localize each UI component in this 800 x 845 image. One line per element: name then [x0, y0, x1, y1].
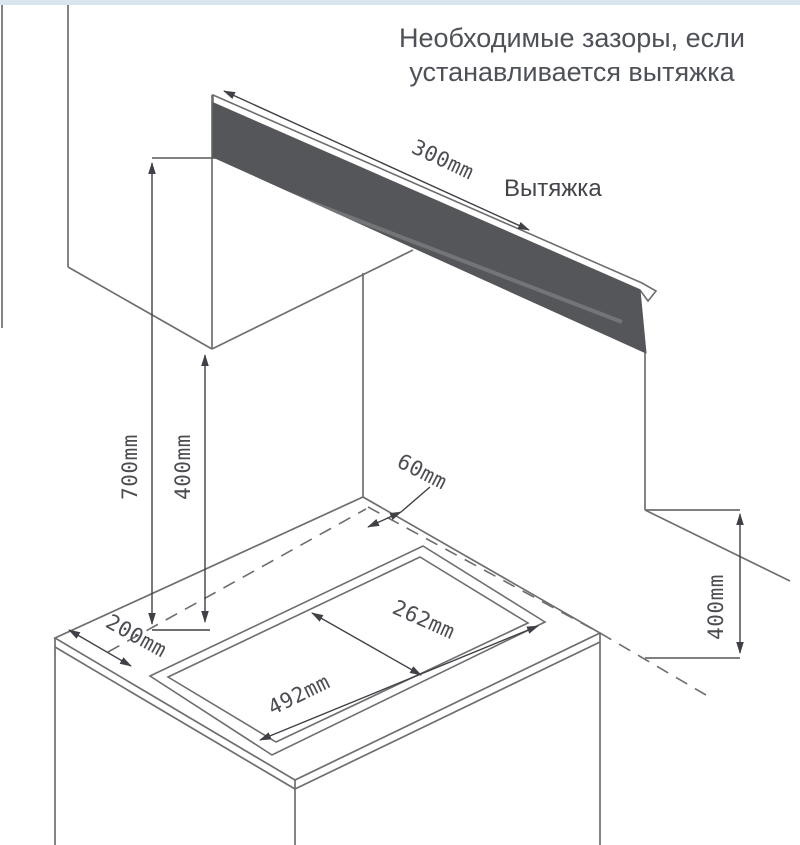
hood-label: Вытяжка [504, 175, 602, 202]
dashed-back-right-line [367, 506, 601, 634]
dim-700mm-label: 700mm [118, 434, 142, 500]
cutout-outer-rectangle [148, 545, 547, 756]
dim-300mm-label: 300mm [408, 135, 478, 185]
cabinet-bottom-left-edge [67, 266, 213, 350]
counter-level-dashed-extension [599, 632, 707, 696]
dim-400mm-left-label: 400mm [171, 434, 195, 500]
cooktop-dashed-outline [107, 506, 601, 653]
dim-60mm-label: 60mm [393, 449, 451, 494]
dim-300mm-line [223, 90, 530, 231]
dim-200mm-line [68, 629, 132, 667]
right-wall-outline [644, 353, 791, 659]
countertop [53, 496, 602, 845]
cooktop-cutout-frame [148, 545, 547, 756]
top-edge-strip [0, 0, 800, 5]
dashed-back-left-line [107, 508, 367, 653]
dim-400mm-right-label: 400mm [704, 574, 728, 640]
cabinet-bottom-back-edge [211, 249, 414, 350]
diagram-title-line2: устанавливается вытяжка [409, 57, 735, 87]
countertop-front-left-lower-edge [54, 646, 296, 790]
dim-60mm-leader-line [400, 486, 431, 513]
cutout-inner-rectangle [166, 556, 530, 743]
dim-492mm-line [259, 625, 539, 741]
dimension-lines [68, 90, 744, 741]
wall-and-cabinet-outline [1, 5, 414, 497]
dim-60mm-line [367, 511, 402, 528]
diagram-title-line1: Необходимые зазоры, если [399, 23, 745, 53]
hood-panel [212, 93, 658, 354]
right-wall-bottom-edge [644, 509, 791, 582]
